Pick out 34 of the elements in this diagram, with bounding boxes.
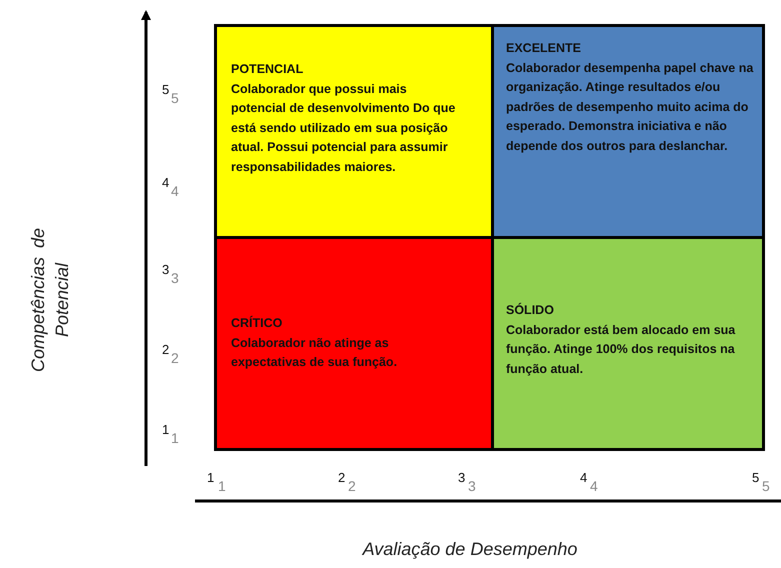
quadrant-description: Colaborador não atinge as expectativas de sua função. <box>231 334 398 371</box>
tick-label: 2 <box>348 478 356 494</box>
quadrant-box <box>491 236 765 451</box>
quadrant-title: EXCELENTE <box>506 40 582 57</box>
quadrant-title: CRÍTICO <box>231 314 284 332</box>
tick-label: 3 <box>458 470 466 485</box>
tick-label: 4 <box>590 478 598 494</box>
tick-label: 2 <box>162 342 170 357</box>
tick-label: 1 <box>171 430 179 446</box>
quadrant-box <box>214 236 494 451</box>
tick-label: 5 <box>171 90 179 106</box>
tick-label: 4 <box>580 470 588 485</box>
quadrant-box <box>491 24 765 239</box>
quadrant-box <box>214 24 494 239</box>
tick-label: 1 <box>218 478 226 494</box>
quadrant-title: POTENCIAL <box>231 61 304 78</box>
tick-label: 3 <box>162 262 170 277</box>
tick-label: 1 <box>162 422 170 437</box>
tick-label: 5 <box>752 470 760 485</box>
tick-label: 4 <box>162 175 170 190</box>
tick-label: 4 <box>171 183 179 199</box>
tick-label: 5 <box>762 478 770 494</box>
quadrant-description: Colaborador desempenha papel chave na organização. Atinge resultados e/ou padrões de desempenho muito acima do esperado. Demonstra iniciativa e não depende dos outros para deslanchar. <box>506 60 754 155</box>
quadrant-title: SÓLIDO <box>506 302 555 319</box>
tick-label: 3 <box>171 270 179 286</box>
quadrant-description: Colaborador está bem alocado em sua função. Atinge 100% dos requisitos na função atual. <box>506 322 736 378</box>
tick-label: 5 <box>162 82 170 97</box>
tick-label: 1 <box>207 470 214 485</box>
quadrant-description: Colaborador que possui mais potencial de desenvolvimento Do que está sendo utilizado em sua posição atual. Possui potencial para assumir responsabilidades maiores. <box>231 80 456 176</box>
axis-title: Avaliação de Desempenho <box>360 539 578 560</box>
tick-label: 2 <box>338 470 346 485</box>
axis-title: Competências de Potencial <box>27 226 73 374</box>
tick-label: 2 <box>171 350 179 366</box>
tick-label: 3 <box>468 478 476 494</box>
